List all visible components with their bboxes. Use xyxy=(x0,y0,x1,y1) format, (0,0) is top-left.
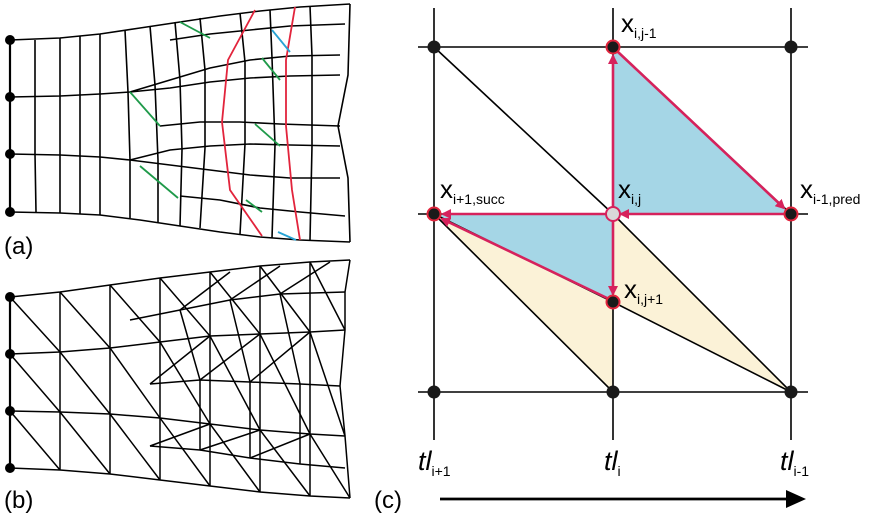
diagonal-lower-right xyxy=(612,213,792,393)
mesh-b-row-line xyxy=(9,259,351,298)
red-curve xyxy=(285,6,301,241)
mesh-b-diagonal xyxy=(259,265,346,437)
green-edge xyxy=(261,57,281,81)
mesh-a-row-line xyxy=(9,153,340,179)
mesh-a-row-line xyxy=(169,23,346,41)
mesh-a-red-curves xyxy=(221,6,301,241)
mesh-b-diagonal xyxy=(9,296,161,481)
mesh-b-diagonal xyxy=(9,410,61,471)
mesh-b-right-boundary xyxy=(339,259,351,499)
mesh-a-row-line xyxy=(129,143,341,161)
stencil-arrows xyxy=(440,51,786,300)
mesh-a-col-line xyxy=(174,21,183,227)
green-edge xyxy=(245,199,263,213)
grid-node xyxy=(784,40,798,54)
grid-node xyxy=(427,385,441,399)
green-edge xyxy=(139,165,179,199)
node-succ xyxy=(426,206,442,222)
arrow-xijm1-to-pred xyxy=(617,51,786,210)
red-curve xyxy=(221,9,263,237)
mesh-b-diagonal xyxy=(59,291,211,487)
mesh-a-col-line xyxy=(269,9,276,239)
label-xijp1: xi,j+1 xyxy=(624,274,663,307)
mesh-a-col-line xyxy=(199,17,206,229)
mesh-a-row-line xyxy=(159,121,341,127)
green-edge xyxy=(179,21,211,39)
mesh-a-green-edges xyxy=(129,21,281,213)
stencil-panel: xi,j-1 xi,j xi+1,succ xi-1,pred xi,j+1 t… xyxy=(418,8,860,508)
diagonal-lower-left xyxy=(433,213,614,393)
boundary-node xyxy=(5,406,15,416)
node-xijm1 xyxy=(605,39,621,55)
mesh-b-diagonal xyxy=(149,423,311,459)
boundary-node xyxy=(5,207,15,217)
mesh-b-row-line xyxy=(149,379,341,387)
panel-b-label: (b) xyxy=(4,487,33,514)
mesh-b-diagonal xyxy=(9,353,111,475)
mesh-a-col-line xyxy=(309,5,313,241)
boundary-node xyxy=(5,463,15,473)
timeline-label-i-plus-1: tli+1 xyxy=(418,446,451,479)
quad-mesh-panel xyxy=(5,3,351,243)
timeline-label-i: tli xyxy=(604,446,621,479)
diagonal-xijp1-to-corner xyxy=(612,301,792,393)
grid-node xyxy=(784,385,798,399)
direction-arrow-head xyxy=(786,490,806,508)
mesh-b-diagonal xyxy=(179,261,331,311)
panel-a-label: (a) xyxy=(4,233,33,260)
diagonal-upper xyxy=(433,46,614,215)
blue-edge xyxy=(271,29,291,53)
mesh-a-row-line xyxy=(129,54,341,93)
label-succ: xi+1,succ xyxy=(440,174,505,207)
mesh-b-diagonal xyxy=(109,284,261,493)
mesh-a-col-line xyxy=(34,40,37,213)
mesh-b-row-line xyxy=(149,445,346,469)
node-xijp1 xyxy=(605,294,621,310)
mesh-b-nodes xyxy=(5,292,15,473)
mesh-a-nodes xyxy=(5,35,15,217)
label-xij: xi,j xyxy=(618,174,641,207)
mesh-b-diagonal xyxy=(209,271,351,499)
panel-c-label: (c) xyxy=(374,487,402,514)
mesh-b-row-line xyxy=(9,410,346,437)
grid-node xyxy=(427,40,441,54)
triangle-mesh-panel xyxy=(5,259,351,499)
green-edge xyxy=(129,91,161,127)
mesh-b-row-line xyxy=(9,467,351,499)
mesh-b-diagonal xyxy=(159,277,311,497)
mesh-b-diagonal xyxy=(309,261,346,331)
mesh-b-diagonal xyxy=(149,331,311,385)
node-xij xyxy=(605,206,621,222)
label-xijm1: xi,j-1 xyxy=(621,8,657,41)
mesh-a-col-line xyxy=(149,25,159,222)
mesh-a-blue-edges xyxy=(271,29,297,241)
grid-node xyxy=(606,385,620,399)
boundary-node xyxy=(5,92,15,102)
timeline-label-i-minus-1: tli-1 xyxy=(780,446,809,479)
mesh-a-col-line xyxy=(239,12,246,235)
mesh-b-row-line xyxy=(9,329,346,355)
arrow-xijp1-to-succ xyxy=(440,217,608,300)
boundary-node xyxy=(5,149,15,159)
boundary-node xyxy=(5,35,15,45)
mesh-a-row-line xyxy=(179,195,346,217)
green-edge xyxy=(254,123,281,147)
node-pred xyxy=(783,206,799,222)
mesh-a-col-line xyxy=(124,29,131,218)
stencil-nodes xyxy=(426,39,799,399)
label-pred: xi-1,pred xyxy=(800,174,860,207)
blue-edge xyxy=(277,231,297,241)
boundary-node xyxy=(5,349,15,359)
mesh-a-right-boundary xyxy=(337,3,351,243)
boundary-node xyxy=(5,292,15,302)
